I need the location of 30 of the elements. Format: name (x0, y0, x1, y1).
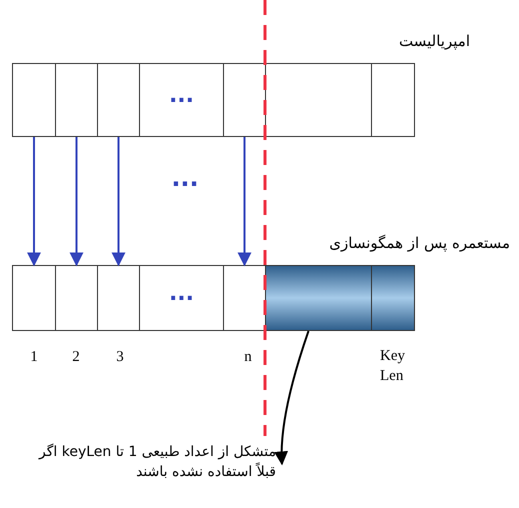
index-label: 1 (29, 348, 39, 367)
array-cell (55, 63, 98, 137)
array-cell (371, 63, 415, 137)
index-label: n (243, 348, 253, 367)
array-cell (223, 63, 266, 137)
row-title: مستعمره پس از همگونسازی (328, 233, 510, 254)
array-cell (12, 265, 56, 331)
arrow (238, 137, 252, 266)
array-cell (139, 265, 224, 331)
array-cell (139, 63, 224, 137)
row-title: امپریالیست (398, 31, 470, 52)
index-label: 2 (71, 348, 81, 367)
array-cell (97, 63, 140, 137)
arrow (27, 137, 41, 266)
ellipsis: ... (168, 85, 194, 107)
highlighted-cell (265, 265, 372, 331)
array-cell (12, 63, 56, 137)
arrow (112, 137, 126, 266)
note-text: متشکل از اعداد طبیعی 1 تا keyLen اگر قبلاً استفاده نشده باشند (36, 442, 276, 482)
ellipsis: ... (170, 166, 200, 190)
leader-arrow (274, 330, 310, 466)
index-label: 3 (115, 348, 125, 367)
highlighted-cell (371, 265, 415, 331)
array-cell (223, 265, 266, 331)
array-cell (265, 63, 372, 137)
index-label: Key Len (380, 347, 406, 386)
ellipsis: ... (168, 283, 194, 305)
array-cell (97, 265, 140, 331)
arrow (70, 137, 84, 266)
array-cell (55, 265, 98, 331)
